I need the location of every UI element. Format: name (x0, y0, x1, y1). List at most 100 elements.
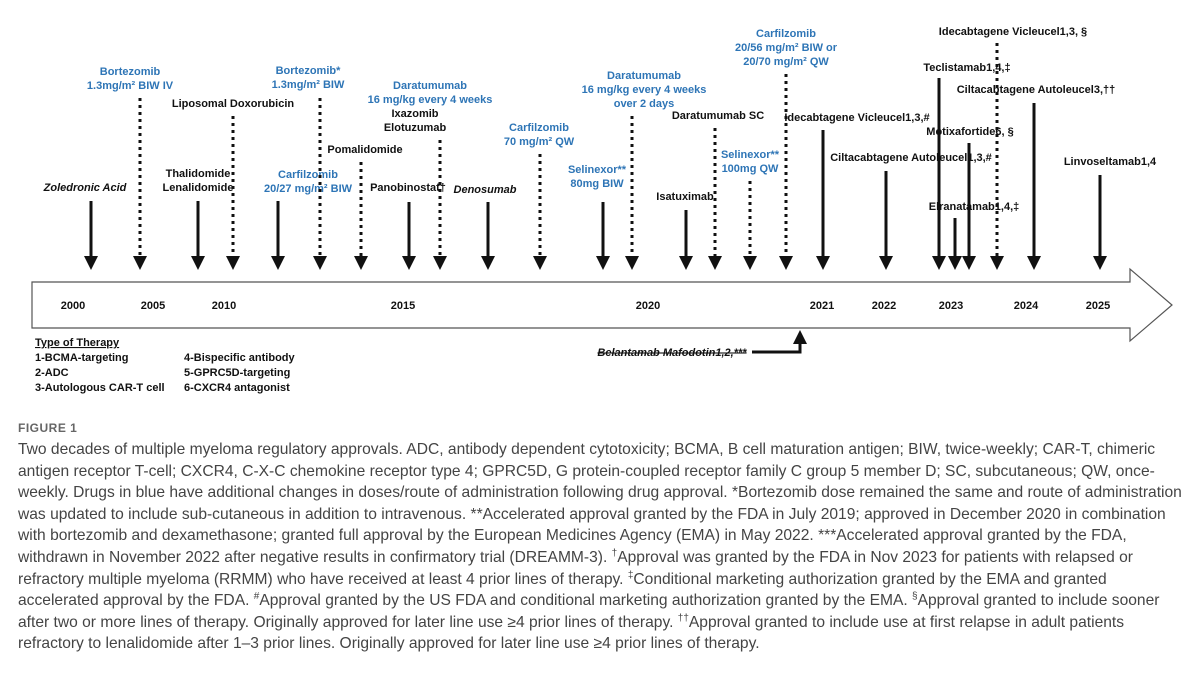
year-labels: 2000 2005 2010 2015 2020 2021 2022 2023 … (61, 300, 1110, 312)
approval-label: Carfilzomib (509, 122, 569, 134)
year-label: 2015 (391, 300, 415, 312)
arrow-head (191, 256, 205, 270)
arrow-head (948, 256, 962, 270)
approval-label: Bortezomib* (276, 65, 342, 77)
caption-text: Conditional marketing authorization gran… (18, 570, 1107, 610)
approval-label: Teclistamab1,4,‡ (923, 62, 1010, 74)
approval-label: Motixafortide6, § (926, 126, 1013, 138)
approval-label: 100mg QW (722, 163, 779, 175)
figure-label: FIGURE 1 (18, 421, 78, 435)
arrow-head (1027, 256, 1041, 270)
approval-label: 80mg BIW (570, 178, 624, 190)
caption-footnote-mark: ‡ (627, 569, 634, 581)
approval-label: 1.3mg/m² BIW (272, 79, 345, 91)
year-label: 2022 (872, 300, 896, 312)
approval-labels: Zoledronic Acid Bortezomib 1.3mg/m² BIW … (43, 26, 1157, 359)
approval-label: 16 mg/kg every 4 weeks (582, 84, 707, 96)
legend: Type of Therapy 1-BCMA-targeting 2-ADC 3… (35, 337, 296, 394)
approval-label: Lenalidomide (163, 182, 234, 194)
approval-label: Zoledronic Acid (43, 182, 127, 194)
approval-label: Idecabtagene Vicleucel1,3,# (784, 112, 929, 124)
approval-label: Pomalidomide (327, 144, 402, 156)
approval-label: 16 mg/kg every 4 weeks (368, 94, 493, 106)
arrow-head (402, 256, 416, 270)
year-label: 2025 (1086, 300, 1110, 312)
caption-text: Approval granted to include sooner after… (18, 592, 1160, 631)
caption-text: Approval granted to include use at first… (18, 613, 1125, 653)
dotted-arrows (133, 43, 1004, 270)
legend-item: 1-BCMA-targeting (35, 352, 129, 364)
caption-footnote-mark: † (611, 547, 618, 559)
caption-footnote-mark: § (912, 590, 918, 602)
approval-label: Selinexor** (721, 149, 780, 161)
year-label: 2020 (636, 300, 660, 312)
approval-label: Elotuzumab (384, 122, 447, 134)
arrow-head (932, 256, 946, 270)
approval-label: Liposomal Doxorubicin (172, 98, 295, 110)
arrow-head (433, 256, 447, 270)
arrow-head (1093, 256, 1107, 270)
approval-label: Panobinostat† (370, 182, 446, 194)
approval-label: Daratumumab SC (672, 110, 764, 122)
caption-text: Two decades of multiple myeloma regulato… (18, 441, 1182, 566)
caption-footnote-mark: # (253, 590, 260, 602)
arrow-head (779, 256, 793, 270)
year-label: 2021 (810, 300, 834, 312)
approval-label: Ixazomib (391, 108, 438, 120)
approval-label: 20/70 mg/m² QW (743, 56, 829, 68)
legend-item: 5-GPRC5D-targeting (184, 367, 290, 379)
caption-footnote-mark: †† (677, 612, 689, 624)
year-label: 2010 (212, 300, 236, 312)
arrow-head (354, 256, 368, 270)
approval-label: Belantamab Mafodotin1,2,*** (597, 347, 747, 359)
arrow-head (962, 256, 976, 270)
caption-text: Approval granted by the US FDA and condi… (259, 592, 913, 610)
arrow-head (226, 256, 240, 270)
approval-label: Bortezomib (100, 66, 161, 78)
year-label: 2024 (1014, 300, 1039, 312)
legend-item: 4-Bispecific antibody (184, 352, 296, 364)
approval-label: Daratumumab (607, 70, 681, 82)
approval-arrows (84, 78, 1107, 270)
approval-label: Ciltacabtagene Autoleucel3,†† (957, 84, 1116, 96)
arrow-head (271, 256, 285, 270)
approval-label: 20/27 mg/m² BIW (264, 183, 353, 195)
arrow-head (596, 256, 610, 270)
legend-title: Type of Therapy (35, 337, 120, 349)
approval-label: Denosumab (454, 184, 517, 196)
arrow-head (879, 256, 893, 270)
year-label: 2000 (61, 300, 85, 312)
approval-label: 1.3mg/m² BIW IV (87, 80, 174, 92)
arrow-head (793, 330, 807, 344)
arrow-head (84, 256, 98, 270)
arrow-head (625, 256, 639, 270)
belantamab-elbow-arrow (752, 330, 807, 354)
year-label: 2005 (141, 300, 165, 312)
arrow-head (133, 256, 147, 270)
approval-label: over 2 days (614, 98, 675, 110)
approval-label: Selinexor** (568, 164, 627, 176)
timeline-arrow (31, 267, 1173, 343)
approval-label: Linvoseltamab1,4 (1064, 156, 1157, 168)
arrow-head (743, 256, 757, 270)
arrow-head (679, 256, 693, 270)
approval-label: Ciltacabtagene Autoleucel1,3,# (830, 152, 992, 164)
arrow-head (990, 256, 1004, 270)
legend-item: 6-CXCR4 antagonist (184, 382, 290, 394)
legend-item: 3-Autologous CAR-T cell (35, 382, 165, 394)
approval-label: 20/56 mg/m² BIW or (735, 42, 838, 54)
figure-caption: Two decades of multiple myeloma regulato… (18, 439, 1190, 655)
arrow-head (816, 256, 830, 270)
caption-text: Approval was granted by the FDA in Nov 2… (18, 548, 1133, 588)
arrow-head (708, 256, 722, 270)
approval-label: Elranatamab1,4,‡ (929, 201, 1020, 213)
arrow-head (481, 256, 495, 270)
approval-label: Idecabtagene Vicleucel1,3, § (939, 26, 1087, 38)
year-label: 2023 (939, 300, 963, 312)
arrow-head (533, 256, 547, 270)
approval-label: Carfilzomib (278, 169, 338, 181)
approval-timeline: 2000 2005 2010 2015 2020 2021 2022 2023 … (31, 26, 1173, 394)
approval-label: Isatuximab (656, 191, 714, 203)
arrow-head (313, 256, 327, 270)
approval-label: Thalidomide (166, 168, 231, 180)
